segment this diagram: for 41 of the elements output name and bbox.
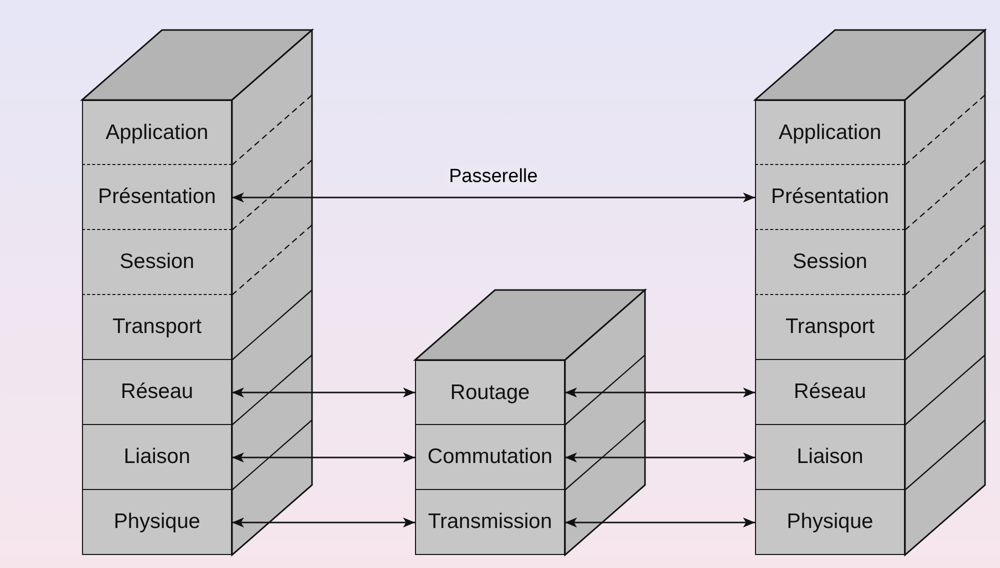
double-arrow	[232, 192, 755, 202]
layer-box	[82, 100, 232, 165]
layer-box	[755, 100, 905, 165]
layer-box	[415, 360, 565, 425]
double-arrow	[565, 452, 755, 462]
layer-label: Physique	[114, 510, 200, 534]
layer-box	[755, 490, 905, 555]
double-arrow	[565, 518, 755, 528]
layer-label: Application	[778, 120, 882, 144]
layer-box	[82, 230, 232, 295]
layer-box	[755, 230, 905, 295]
layer-box	[82, 165, 232, 230]
layer-label: Session	[792, 250, 868, 274]
layer-label: Liaison	[124, 445, 190, 469]
layer-label: Réseau	[794, 380, 866, 404]
layer-box	[415, 490, 565, 555]
layer-box	[82, 490, 232, 555]
double-arrow	[232, 388, 415, 398]
layer-box	[755, 295, 905, 360]
layer-label: Application	[106, 120, 208, 144]
layer-label: Session	[120, 250, 194, 274]
layer-label: Liaison	[796, 445, 864, 469]
layer-label: Réseau	[120, 380, 194, 404]
layer-label: Transport	[112, 315, 202, 339]
layer-box	[415, 425, 565, 490]
layer-box	[755, 360, 905, 425]
double-arrow	[565, 388, 755, 398]
layer-label: Présentation	[771, 185, 889, 209]
double-arrow	[232, 518, 415, 528]
layer-box	[82, 360, 232, 425]
layer-label: Transport	[785, 315, 875, 339]
layer-box	[82, 425, 232, 490]
layer-label: Présentation	[98, 185, 216, 209]
layer-box	[755, 425, 905, 490]
layer-box	[755, 165, 905, 230]
double-arrow	[232, 452, 415, 462]
layer-box	[82, 295, 232, 360]
layer-label: Routage	[450, 380, 530, 404]
layer-label: Commutation	[428, 445, 552, 469]
layer-label: Physique	[786, 510, 874, 534]
layer-label: Transmission	[428, 510, 552, 534]
